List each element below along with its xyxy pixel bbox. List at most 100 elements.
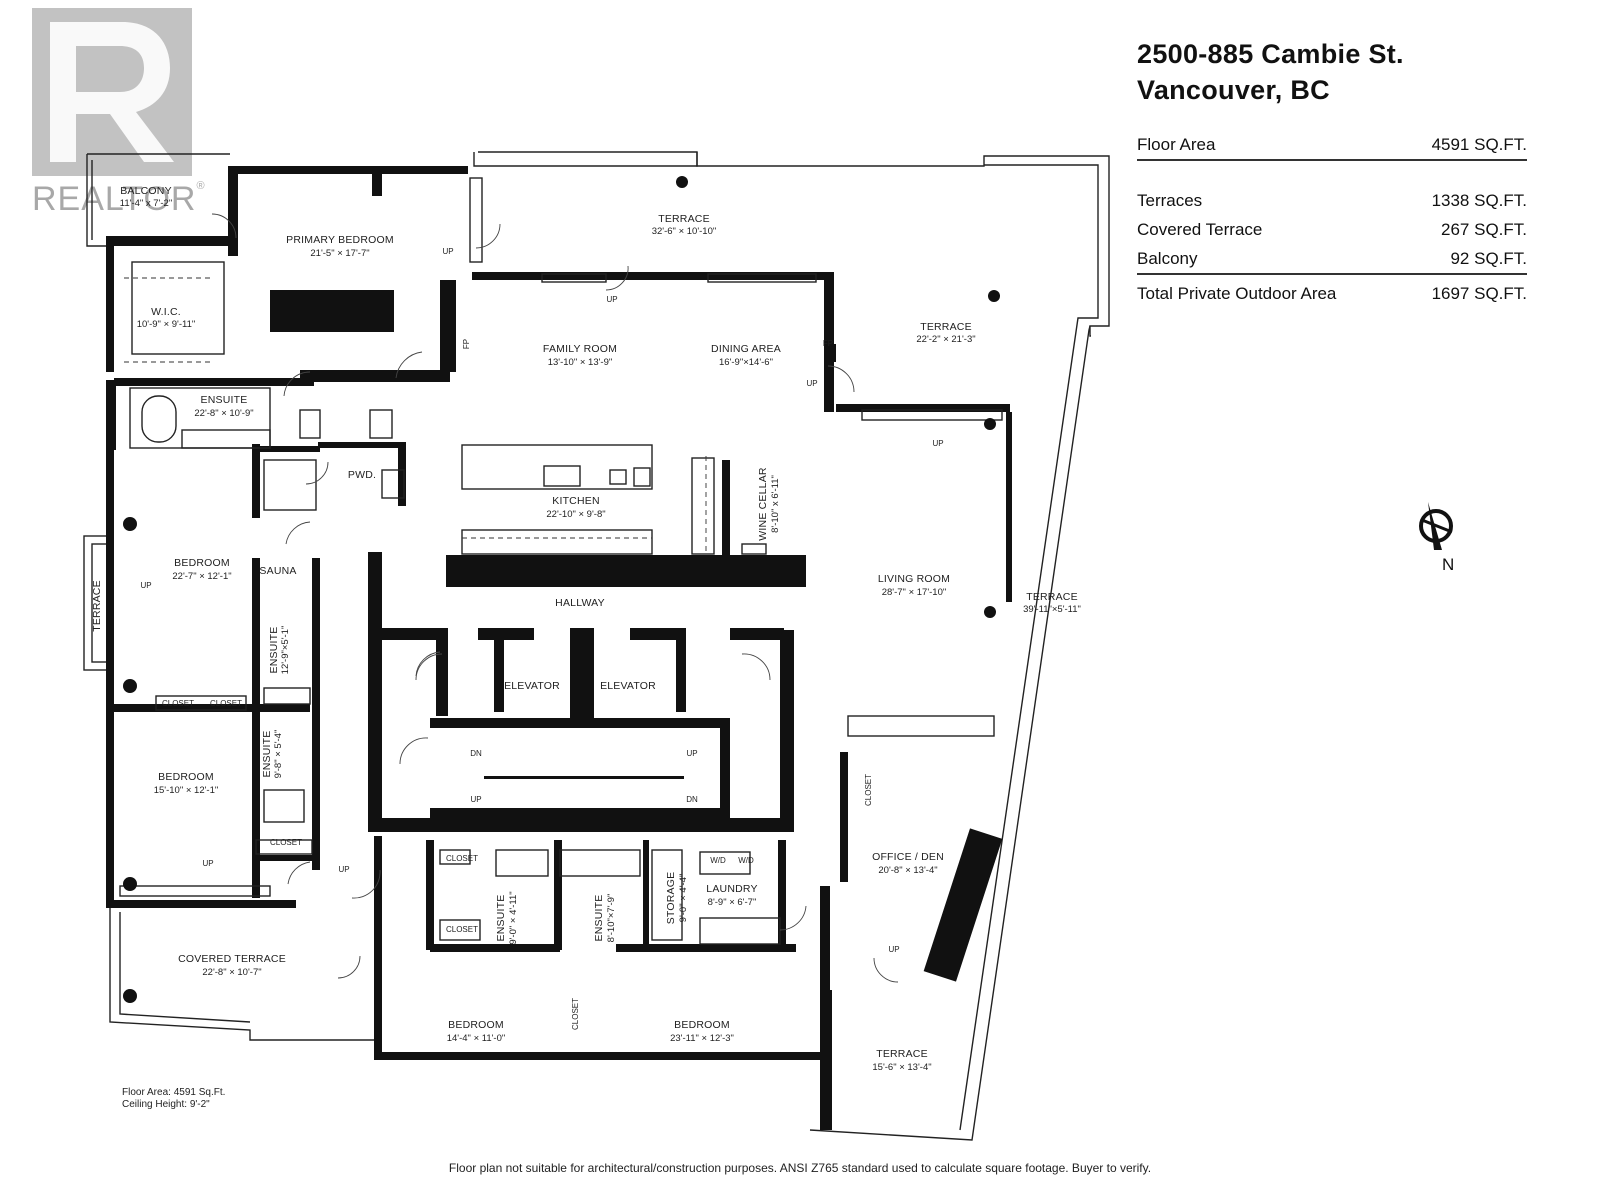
- address-line-2: Vancouver, BC: [1137, 75, 1330, 105]
- covered-terrace-label: COVERED TERRACE: [178, 953, 286, 965]
- ensuite-west-label: ENSUITE: [268, 627, 280, 674]
- laundry-label: LAUNDRY: [706, 883, 757, 895]
- core-walls: [368, 552, 806, 832]
- area-divider: [1137, 159, 1527, 161]
- realtor-logo-text: REALTOR: [32, 180, 197, 218]
- covered-terrace-dim: 22'-8" × 10'-7": [202, 967, 261, 978]
- wic-label: W.I.C.: [151, 306, 181, 318]
- living-room-dim: 28'-7" × 17'-10": [882, 587, 947, 598]
- total-outdoor-row: Total Private Outdoor Area 1697 SQ.FT.: [1137, 279, 1527, 308]
- annotations: CLOSET CLOSET CLOSET CLOSET CLOSET CLOSE…: [140, 247, 943, 1030]
- storage-label: STORAGE: [665, 872, 677, 925]
- up-label: UP: [338, 865, 349, 874]
- ensuite-s2-dim: 8'-10"×7'-9": [606, 894, 617, 943]
- floor-area-label: Floor Area: [1137, 135, 1216, 154]
- bedroom-west-label: BEDROOM: [174, 557, 230, 569]
- wine-cellar-dim: 8'-10" x 6'-11": [770, 475, 781, 533]
- terrace-west-label: TERRACE: [91, 580, 103, 632]
- kitchen-dim: 22'-10" × 9'-8": [546, 509, 605, 520]
- fireplace-label: FP: [462, 339, 471, 349]
- primary-bedroom-dim: 21'-5" × 17'-7": [310, 248, 369, 259]
- address-line-1: 2500-885 Cambie St.: [1137, 39, 1404, 69]
- laundry-dim: 8'-9" × 6'-7": [708, 897, 757, 908]
- up-label: UP: [470, 795, 481, 804]
- bedroom-s1-label: BEDROOM: [448, 1019, 504, 1031]
- terrace-north-label: TERRACE: [658, 213, 710, 225]
- family-room-label: FAMILY ROOM: [543, 343, 617, 355]
- storage-dim: 9'-0" × 4'-4": [678, 874, 689, 923]
- sauna-label: SAUNA: [259, 565, 296, 577]
- total-outdoor-label: Total Private Outdoor Area: [1137, 284, 1337, 303]
- up-label: UP: [442, 247, 453, 256]
- closet-label: CLOSET: [210, 699, 242, 708]
- washer-dryer-label: W/D: [738, 856, 754, 865]
- balcony-label: BALCONY: [120, 185, 172, 197]
- area-divider: [1137, 273, 1527, 275]
- terraces-row: Terraces 1338 SQ.FT.: [1137, 186, 1527, 215]
- office-den-dim: 20'-8" × 13'-4": [878, 865, 937, 876]
- ensuite-sw-label: ENSUITE: [261, 731, 273, 778]
- bedroom-s1-dim: 14'-4" × 11'-0": [447, 1033, 506, 1044]
- up-label: UP: [806, 379, 817, 388]
- balcony-row: Balcony 92 SQ.FT.: [1137, 244, 1527, 273]
- terrace-outline: [83, 151, 1110, 1141]
- exterior-walls: [106, 166, 1012, 1130]
- fireplace-label: FP: [823, 339, 833, 348]
- terrace-north-dim: 32'-6" × 10'-10": [652, 226, 717, 237]
- dining-area-label: DINING AREA: [711, 343, 781, 355]
- wic-dim: 10'-9" × 9'-11": [137, 319, 196, 330]
- bedroom-s2-dim: 23'-11" × 12'-3": [670, 1033, 734, 1044]
- up-label: UP: [686, 749, 697, 758]
- balcony-value: 92 SQ.FT.: [1450, 249, 1527, 268]
- family-room-dim: 13'-10" × 13'-9": [548, 357, 613, 368]
- terrace-ne-dim: 22'-2" × 21'-3": [916, 334, 975, 345]
- pwd-label: PWD.: [348, 469, 376, 481]
- fixtures: [119, 177, 1003, 983]
- total-outdoor-value: 1697 SQ.FT.: [1431, 284, 1527, 303]
- living-room-label: LIVING ROOM: [878, 573, 950, 585]
- wine-cellar-label: WINE CELLAR: [757, 467, 769, 541]
- realtor-logo: REALTOR®: [32, 8, 206, 218]
- closet-label: CLOSET: [571, 998, 580, 1030]
- elevator-1-label: ELEVATOR: [504, 680, 560, 692]
- ensuite-primary-dim: 22'-8" × 10'-9": [194, 408, 253, 419]
- up-label: UP: [888, 945, 899, 954]
- terraces-value: 1338 SQ.FT.: [1431, 191, 1527, 210]
- ensuite-primary-label: ENSUITE: [201, 394, 248, 406]
- columns: [123, 176, 1000, 1003]
- bedroom-s2-label: BEDROOM: [674, 1019, 730, 1031]
- ensuite-west-dim: 12'-9"×5'-1": [280, 626, 291, 675]
- ensuite-s1-dim: 9'-0" × 4'-11": [508, 891, 519, 944]
- kitchen-label: KITCHEN: [552, 495, 600, 507]
- closet-label: CLOSET: [864, 774, 873, 806]
- area-summary-table: Floor Area 4591 SQ.FT. Terraces 1338 SQ.…: [1137, 130, 1527, 308]
- primary-bedroom-label: PRIMARY BEDROOM: [286, 234, 394, 246]
- terraces-label: Terraces: [1137, 191, 1203, 210]
- terrace-se-dim: 15'-6" × 13'-4": [872, 1062, 931, 1073]
- floor-area-value: 4591 SQ.FT.: [1431, 135, 1527, 154]
- plan-ceiling-height: Ceiling Height: 9'-2": [122, 1099, 210, 1110]
- up-label: UP: [606, 295, 617, 304]
- terrace-east-dim: 39'-11"×5'-11": [1023, 604, 1081, 615]
- disclaimer: Floor plan not suitable for architectura…: [448, 1161, 1152, 1175]
- room-labels: BALCONY 11'-4" x 7'-2" PRIMARY BEDROOM 2…: [91, 185, 1081, 1073]
- north-compass-icon: N: [1419, 502, 1454, 574]
- interior-walls: [114, 344, 848, 996]
- dining-area-dim: 16'-9"×14'-6": [719, 357, 773, 368]
- realtor-r-icon: [50, 22, 174, 162]
- balcony-dim: 11'-4" x 7'-2": [120, 198, 172, 209]
- terrace-ne-label: TERRACE: [920, 321, 972, 333]
- bedroom-sw-dim: 15'-10" × 12'-1": [154, 785, 219, 796]
- closet-label: CLOSET: [446, 925, 478, 934]
- listing-address: 2500-885 Cambie St. Vancouver, BC: [1137, 36, 1404, 108]
- dn-label: DN: [686, 795, 698, 804]
- closet-label: CLOSET: [270, 838, 302, 847]
- plan-meta: Floor Area: 4591 Sq.Ft. Ceiling Height: …: [122, 1087, 225, 1111]
- realtor-logo-mark: ®: [196, 180, 206, 192]
- closet-label: CLOSET: [162, 699, 194, 708]
- bedroom-west-dim: 22'-7" × 12'-1": [172, 571, 231, 582]
- covered-terrace-row: Covered Terrace 267 SQ.FT.: [1137, 215, 1527, 244]
- plan-floor-area: Floor Area: 4591 Sq.Ft.: [122, 1087, 226, 1098]
- washer-dryer-label: W/D: [710, 856, 726, 865]
